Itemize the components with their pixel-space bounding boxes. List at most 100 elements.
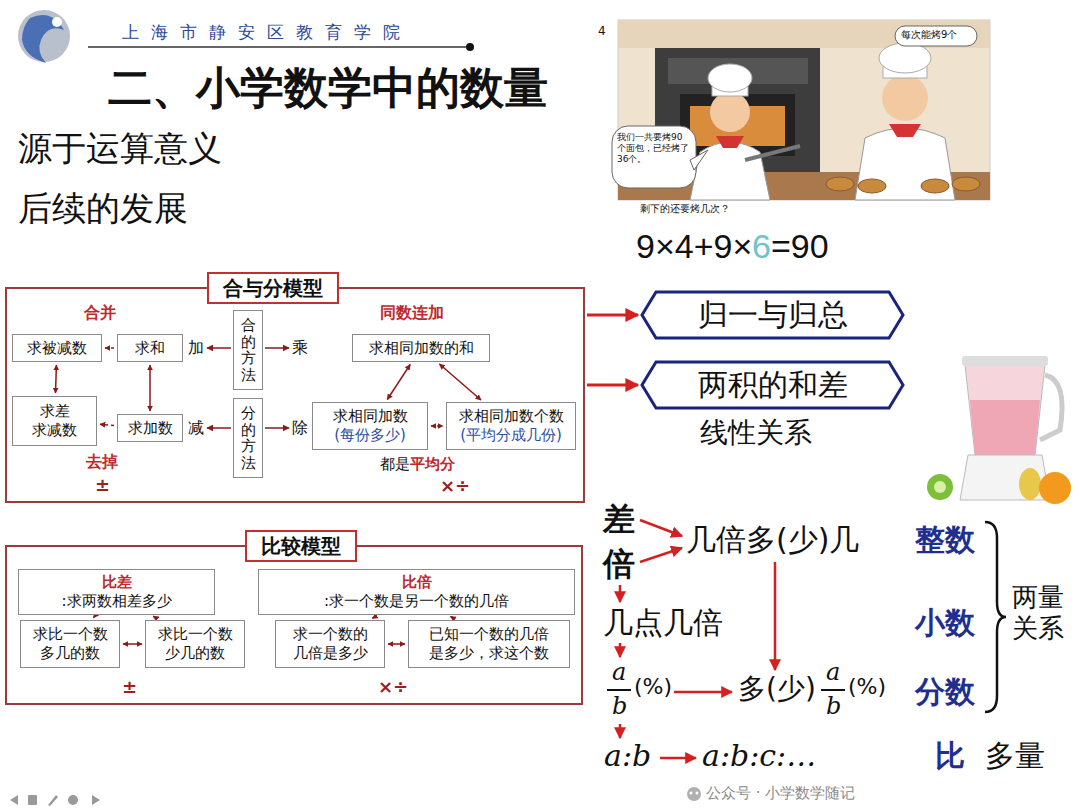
connector-arrow <box>100 424 114 425</box>
connector-arrow <box>105 347 114 349</box>
connector-arrow <box>451 616 454 618</box>
watermark: 公众号 · 小学数学随记 <box>706 784 855 802</box>
box-text: (平均分成几份) <box>460 426 562 445</box>
process-box: 已知一个数的几倍 是多少，求这个数 <box>408 620 570 668</box>
header-rule <box>466 43 474 51</box>
connector-arrow <box>123 643 142 645</box>
blender-illustration <box>965 365 1045 455</box>
subheading: 后续的发展 <box>18 188 188 229</box>
fraction-numerator: a <box>826 658 840 687</box>
relation-term: 几倍多(少)几 <box>686 522 859 558</box>
operation-arrow <box>207 427 231 429</box>
connector-arrow <box>153 616 156 618</box>
watermark-icon <box>690 792 693 795</box>
connector-arrow <box>439 364 481 400</box>
connector-arrow <box>372 616 376 618</box>
institute-logo <box>52 17 62 27</box>
bakery-illustration <box>882 75 928 121</box>
operator-symbol: ×÷ <box>378 676 408 698</box>
box-text: 求比一个数 多几的数 <box>27 625 113 663</box>
operation-label: 加 <box>188 338 204 357</box>
watermark-icon <box>687 787 701 801</box>
bracket-label: 两量 关系 <box>1012 582 1068 644</box>
bakery-illustration <box>708 64 752 92</box>
box-text: 归一与归总 <box>698 295 848 336</box>
banner-outline <box>642 292 903 338</box>
curly-bracket <box>985 522 1006 712</box>
box-text: (每份多少) <box>334 426 406 445</box>
model-frame: 比较模型比差:求两数相差多少比倍:求一个数是另一个数的几倍求比一个数 多几的数求… <box>5 545 583 705</box>
connector-arrow <box>587 384 638 387</box>
development-arrow <box>640 520 682 536</box>
connector-arrow <box>55 365 57 393</box>
box-text: 求相同加数个数 <box>459 407 564 426</box>
institute-logo <box>18 10 70 63</box>
development-arrow <box>660 757 696 760</box>
equation: 9×4+9× <box>636 226 752 267</box>
blender-illustration <box>934 481 946 493</box>
development-arrow <box>674 691 732 694</box>
operation-arrow <box>265 427 289 429</box>
number-type: 分数 <box>915 674 975 710</box>
blender-illustration <box>962 356 1048 366</box>
bakery-illustration <box>858 179 886 193</box>
equation: 6 <box>752 226 771 267</box>
operation-label: 减 <box>188 418 204 437</box>
ratio-term: a:b <box>604 738 651 774</box>
operation-label: 乘 <box>292 338 308 357</box>
blender-illustration <box>927 356 1071 504</box>
process-box: 比差:求两数相差多少 <box>18 569 215 615</box>
relation-term: 差 <box>603 500 635 538</box>
page-number: 4 <box>598 24 606 38</box>
bakery-illustration <box>895 26 977 46</box>
blender-illustration <box>970 400 1040 455</box>
process-box: 求和 <box>117 334 183 362</box>
method-box: 合的方法 <box>233 310 263 390</box>
box-text: 分的方法 <box>241 405 256 471</box>
process-box: 求相同加数(每份多少) <box>312 402 428 450</box>
player-toolbar <box>68 795 78 805</box>
process-box: 求加数 <box>117 414 183 442</box>
fraction-denominator: b <box>612 692 627 721</box>
question-text: 剩下的还要烤几次？ <box>640 203 730 215</box>
box-text: 比差 <box>102 573 132 592</box>
bakery-illustration <box>921 179 949 193</box>
connector-arrow <box>431 425 443 427</box>
method-box: 分的方法 <box>233 398 263 478</box>
percent-mark: (%) <box>848 674 886 700</box>
header-rule <box>88 46 466 48</box>
number-type: 小数 <box>915 605 975 641</box>
institute-logo <box>22 15 64 63</box>
connector-arrow <box>387 365 410 400</box>
player-toolbar <box>48 795 58 806</box>
category-label: 同数连加 <box>380 303 444 322</box>
fraction-bar <box>607 689 631 691</box>
player-toolbar <box>28 795 37 805</box>
process-box: 求被减数 <box>12 334 102 362</box>
box-text: 求相同加数 <box>333 407 408 426</box>
category-label: 去掉 <box>86 452 118 471</box>
blender-illustration <box>1039 472 1071 504</box>
speech-bubble-text: 每次能烤9个 <box>901 29 957 41</box>
box-text: :求一个数是另一个数的几倍 <box>324 592 509 611</box>
development-arrow <box>619 724 622 738</box>
connector-arrow <box>149 365 151 411</box>
fraction-denominator: b <box>826 692 841 721</box>
relation-term: 倍 <box>603 545 635 583</box>
bakery-illustration <box>612 20 990 200</box>
development-arrow <box>619 585 622 602</box>
box-text: 求差 求减数 <box>19 402 90 440</box>
operation-arrow <box>265 347 289 349</box>
box-text: 求一个数的 几倍是多少 <box>282 625 378 663</box>
bakery-illustration <box>889 124 921 137</box>
process-box: 求相同加数个数(平均分成几份) <box>446 402 576 450</box>
bakery-illustration <box>879 43 931 73</box>
speech-bubble-text: 我们一共要烤90个面包，已经烤了36个。 <box>617 132 691 164</box>
box-text: 求加数 <box>128 419 173 438</box>
relation-term: 几点几倍 <box>603 605 723 641</box>
blender-illustration <box>1019 468 1041 500</box>
connector-arrow <box>587 314 638 317</box>
bracket-label: 多量 <box>985 738 1045 774</box>
operator-symbol: ± <box>122 676 137 698</box>
